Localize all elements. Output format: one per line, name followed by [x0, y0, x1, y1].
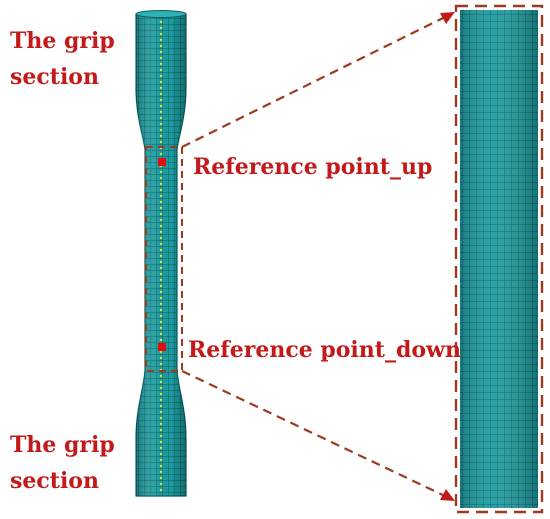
- node-dot: [159, 380, 163, 384]
- node-dot: [159, 206, 163, 210]
- node-dot: [159, 284, 163, 288]
- node-dot: [159, 386, 163, 390]
- node-dot: [159, 452, 163, 456]
- node-dot: [159, 248, 163, 252]
- node-dot: [159, 302, 163, 306]
- node-dot: [159, 362, 163, 366]
- node-dot: [159, 32, 163, 36]
- node-dot: [159, 152, 163, 156]
- node-dot: [159, 128, 163, 132]
- zoom-connector-bottom: [181, 370, 448, 498]
- node-dot: [159, 266, 163, 270]
- node-dot: [159, 392, 163, 396]
- node-dot: [159, 38, 163, 42]
- node-dot: [159, 98, 163, 102]
- node-dot: [159, 230, 163, 234]
- node-dot: [159, 212, 163, 216]
- node-dot: [159, 122, 163, 126]
- node-dot: [159, 440, 163, 444]
- arrowhead-bottom-icon: [440, 489, 455, 501]
- node-dot: [159, 314, 163, 318]
- node-dot: [159, 110, 163, 114]
- node-dot: [159, 374, 163, 378]
- node-dot: [159, 200, 163, 204]
- node-dot: [159, 134, 163, 138]
- node-dot: [159, 410, 163, 414]
- node-dot: [159, 350, 163, 354]
- arrowhead-top-icon: [440, 12, 455, 24]
- node-dot: [159, 242, 163, 246]
- node-dot: [159, 254, 163, 258]
- node-dot: [159, 182, 163, 186]
- node-dot: [159, 296, 163, 300]
- node-dot: [159, 470, 163, 474]
- node-dot: [159, 44, 163, 48]
- node-dot: [159, 398, 163, 402]
- node-dot: [159, 356, 163, 360]
- axis-node-dots: [159, 20, 163, 492]
- node-dot: [159, 272, 163, 276]
- node-dot: [159, 404, 163, 408]
- node-dot: [159, 320, 163, 324]
- node-dot: [159, 236, 163, 240]
- node-dot: [159, 62, 163, 66]
- node-dot: [159, 26, 163, 30]
- node-dot: [159, 50, 163, 54]
- node-dot: [159, 80, 163, 84]
- node-dot: [159, 482, 163, 486]
- node-dot: [159, 458, 163, 462]
- grip-section-top-label-line2: section: [10, 64, 99, 90]
- node-dot: [159, 188, 163, 192]
- node-dot: [159, 140, 163, 144]
- node-dot: [159, 326, 163, 330]
- node-dot: [159, 218, 163, 222]
- reference-point-up-label: Reference point_up: [193, 154, 433, 180]
- reference-point-down-label: Reference point_down: [188, 337, 461, 363]
- node-dot: [159, 68, 163, 72]
- node-dot: [159, 338, 163, 342]
- zoom-connector-top: [181, 15, 448, 148]
- node-dot: [159, 56, 163, 60]
- gauge-region-box: [145, 146, 183, 372]
- node-dot: [159, 194, 163, 198]
- node-dot: [159, 416, 163, 420]
- grip-section-bottom-label: The grip: [10, 432, 115, 458]
- node-dot: [159, 86, 163, 90]
- node-dot: [159, 422, 163, 426]
- node-dot: [159, 74, 163, 78]
- node-dot: [159, 446, 163, 450]
- node-dot: [159, 176, 163, 180]
- node-dot: [159, 278, 163, 282]
- node-dot: [159, 104, 163, 108]
- node-dot: [159, 170, 163, 174]
- node-dot: [159, 20, 163, 24]
- node-dot: [159, 224, 163, 228]
- grip-section-top-label: The grip: [10, 28, 115, 54]
- node-dot: [159, 92, 163, 96]
- node-dot: [159, 428, 163, 432]
- node-dot: [159, 308, 163, 312]
- reference-point-up-marker: [158, 158, 166, 166]
- node-dot: [159, 476, 163, 480]
- node-dot: [159, 434, 163, 438]
- reference-point-down-marker: [158, 343, 166, 351]
- node-dot: [159, 260, 163, 264]
- zoomed-mesh-panel: [454, 4, 544, 514]
- grip-section-bottom-label-line2: section: [10, 468, 99, 494]
- node-dot: [159, 290, 163, 294]
- node-dot: [159, 116, 163, 120]
- node-dot: [159, 488, 163, 492]
- node-dot: [159, 464, 163, 468]
- node-dot: [159, 332, 163, 336]
